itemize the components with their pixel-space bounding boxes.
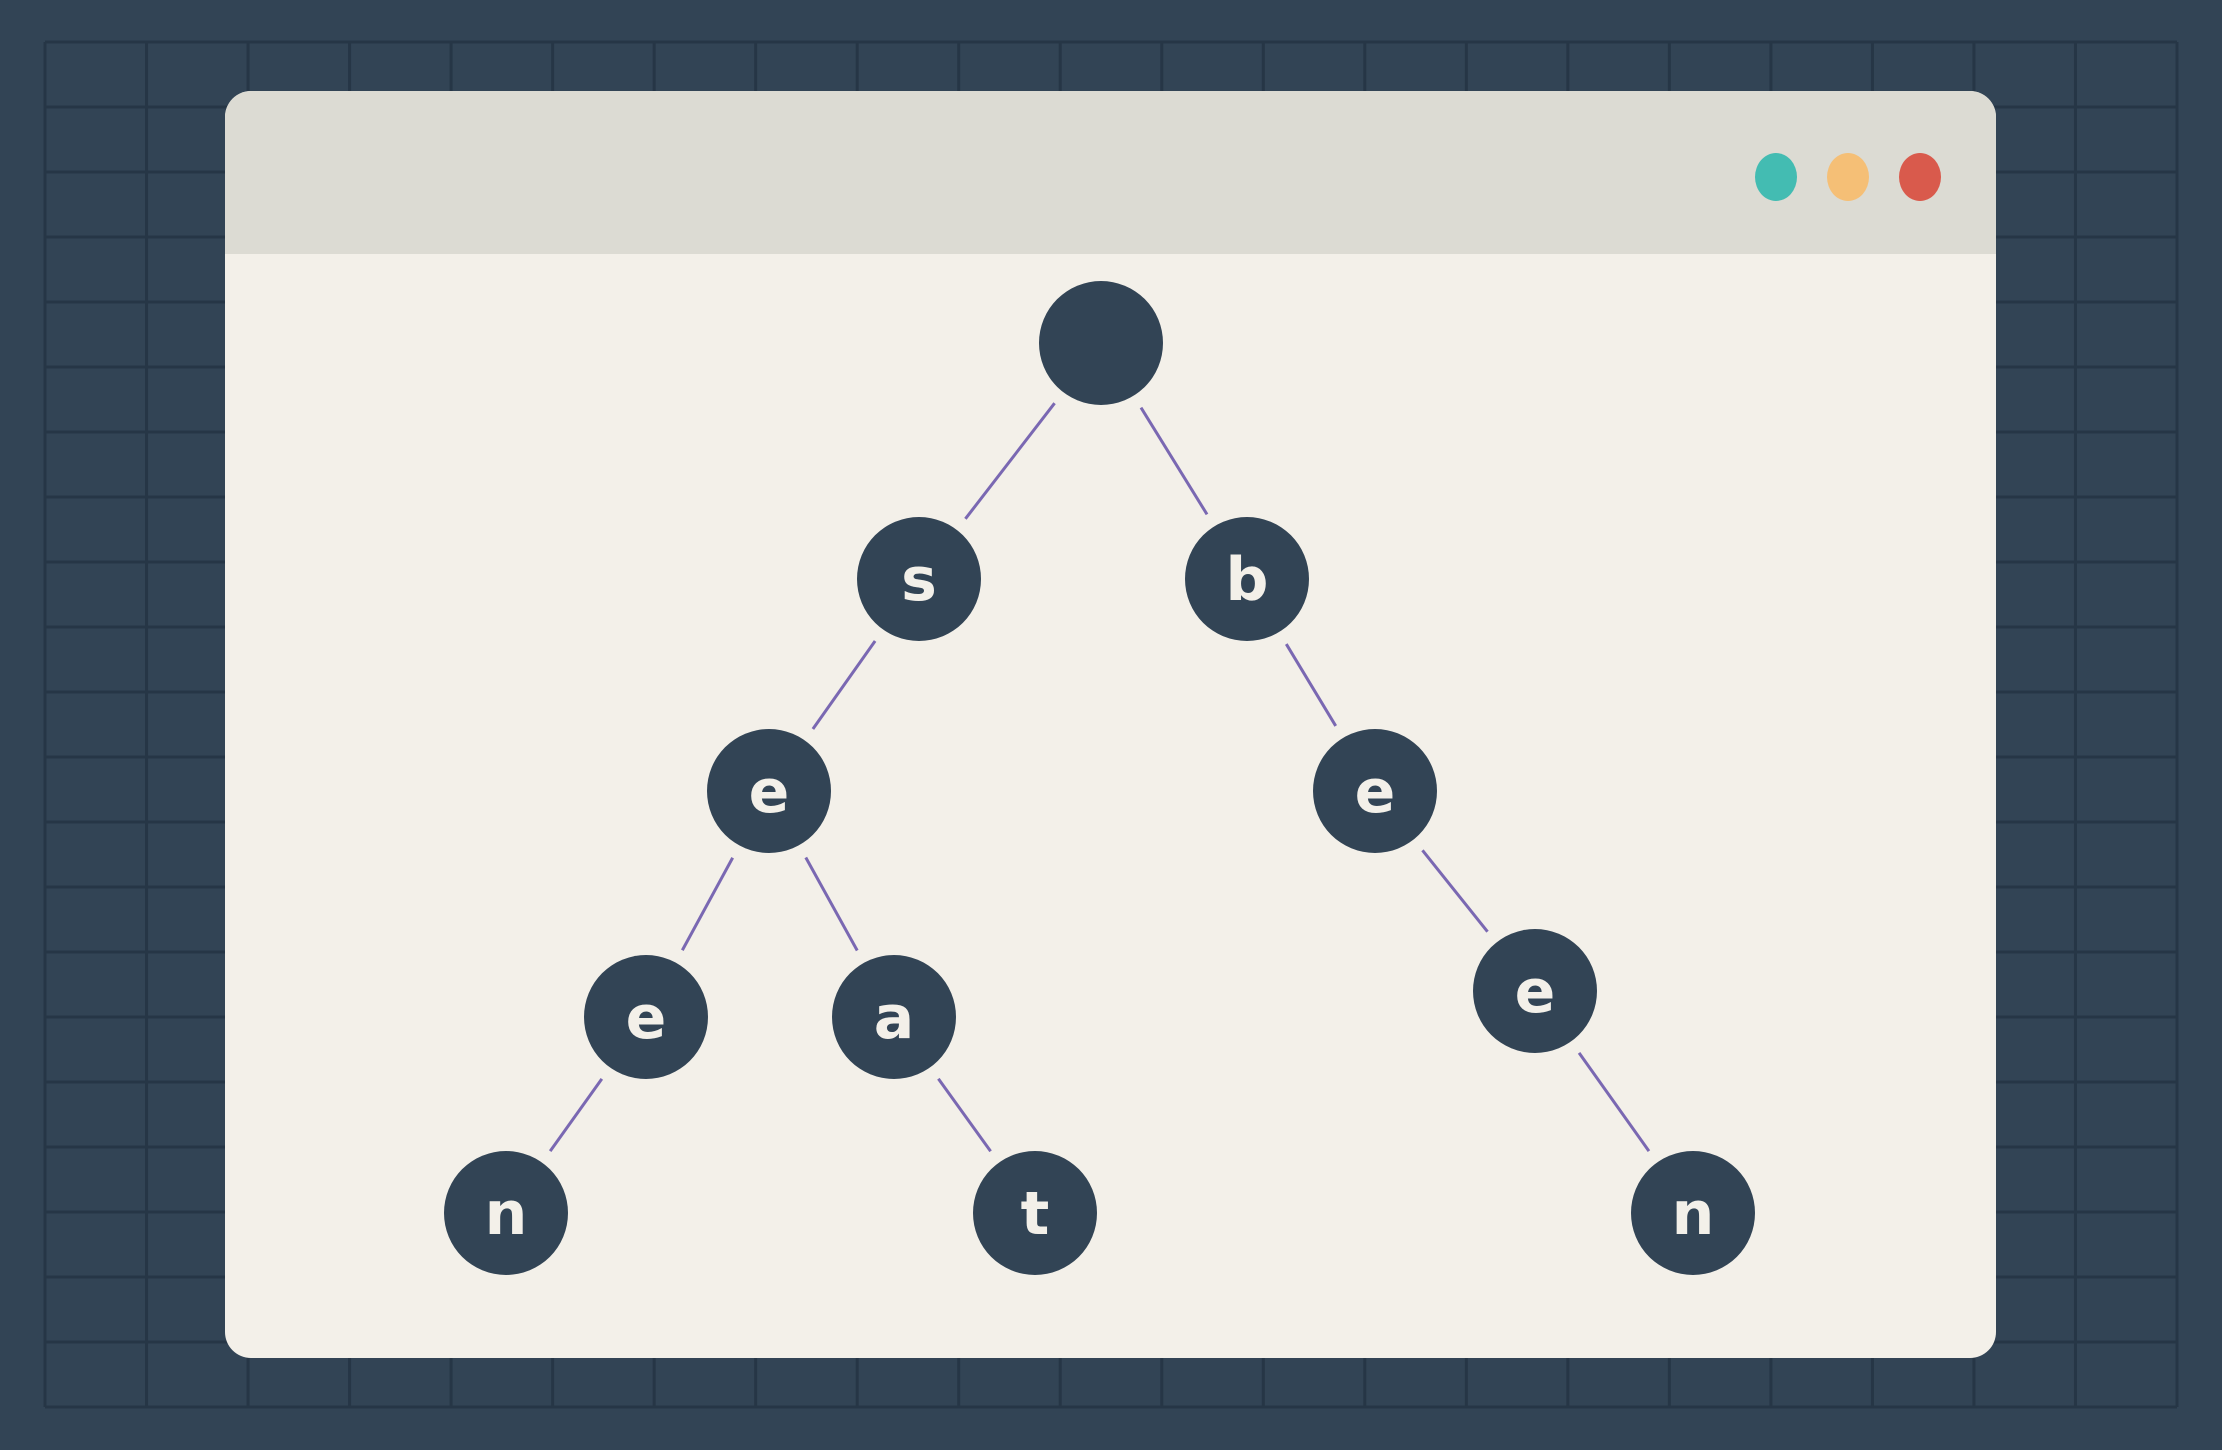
node-circle bbox=[1039, 281, 1163, 405]
trie-node: e bbox=[584, 955, 708, 1079]
window-control-orange-dot[interactable] bbox=[1827, 153, 1869, 201]
trie-diagram: s b e e e a e n t n bbox=[444, 281, 1755, 1275]
window-control-teal-dot[interactable] bbox=[1755, 153, 1797, 201]
trie-edge bbox=[548, 1077, 604, 1153]
node-label: s bbox=[901, 545, 937, 615]
node-circle bbox=[857, 517, 981, 641]
node-circle bbox=[832, 955, 956, 1079]
trie-node: b bbox=[1185, 517, 1309, 641]
node-label: n bbox=[1672, 1179, 1715, 1249]
trie-node: n bbox=[1631, 1151, 1755, 1275]
trie-edge bbox=[1421, 849, 1489, 933]
node-label: e bbox=[626, 983, 667, 1053]
trie-node: e bbox=[1313, 729, 1437, 853]
node-circle bbox=[973, 1151, 1097, 1275]
trie-root-node bbox=[1039, 281, 1163, 405]
node-circle bbox=[1473, 929, 1597, 1053]
trie-node: s bbox=[857, 517, 981, 641]
node-circle bbox=[1185, 517, 1309, 641]
node-circle bbox=[1631, 1151, 1755, 1275]
trie-node: a bbox=[832, 955, 956, 1079]
node-circle bbox=[707, 729, 831, 853]
node-label: b bbox=[1226, 545, 1269, 615]
trie-node: n bbox=[444, 1151, 568, 1275]
trie-edge bbox=[937, 1077, 992, 1153]
node-label: e bbox=[1515, 957, 1556, 1027]
trie-edge bbox=[1577, 1052, 1651, 1152]
trie-edge bbox=[1139, 406, 1209, 516]
window-control-red-dot[interactable] bbox=[1899, 153, 1941, 201]
node-label: t bbox=[1021, 1179, 1050, 1249]
trie-edge bbox=[1284, 643, 1338, 727]
trie-edge bbox=[964, 402, 1056, 520]
node-label: n bbox=[485, 1179, 528, 1249]
window-titlebar bbox=[225, 91, 1996, 254]
node-label: e bbox=[749, 757, 790, 827]
node-circle bbox=[584, 955, 708, 1079]
trie-node: t bbox=[973, 1151, 1097, 1275]
trie-edge bbox=[681, 857, 734, 951]
trie-node: e bbox=[1473, 929, 1597, 1053]
node-label: e bbox=[1355, 757, 1396, 827]
trie-edge bbox=[811, 640, 877, 730]
trie-edge bbox=[804, 856, 859, 952]
browser-window: s b e e e a e n t n bbox=[225, 91, 1996, 1358]
node-circle bbox=[1313, 729, 1437, 853]
node-circle bbox=[444, 1151, 568, 1275]
trie-node: e bbox=[707, 729, 831, 853]
node-label: a bbox=[874, 983, 915, 1053]
